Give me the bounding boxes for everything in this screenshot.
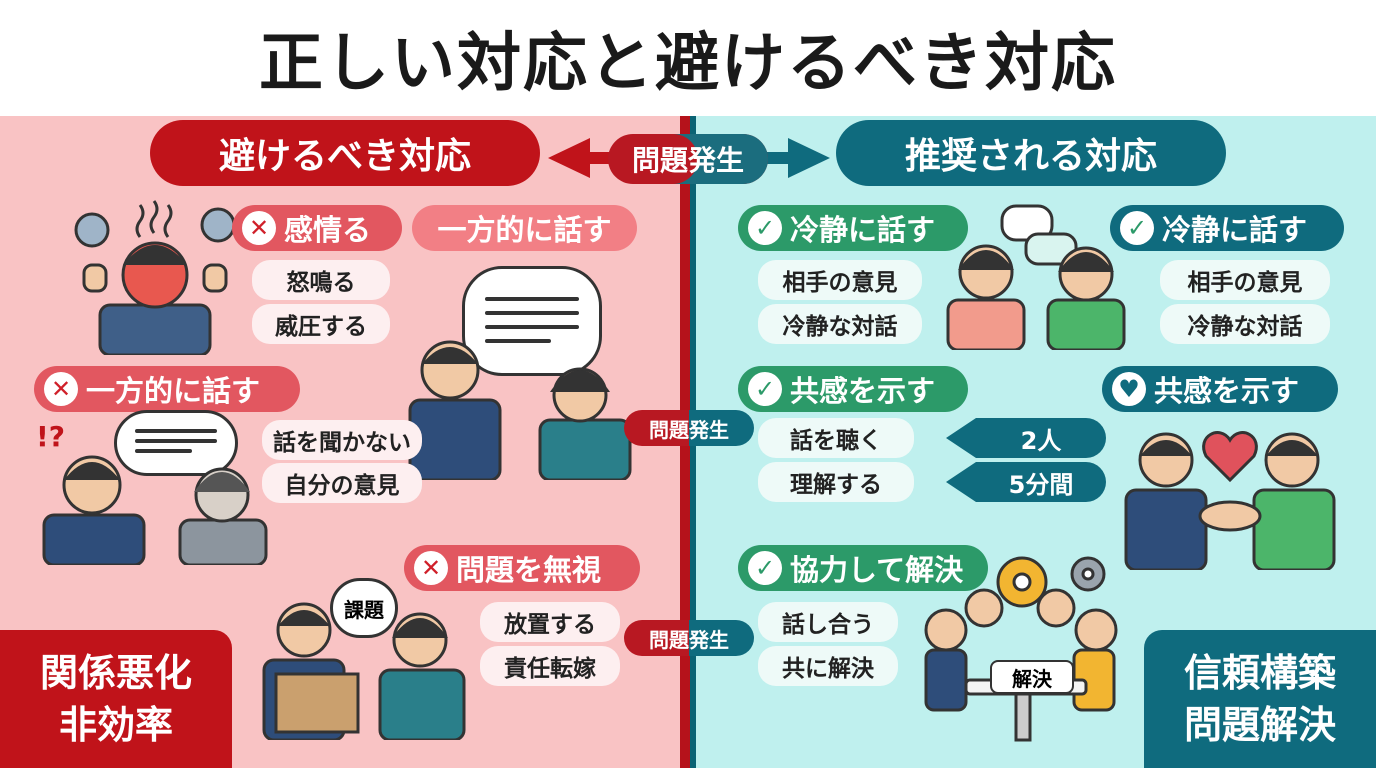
emotional-pill: ✕ 感情る — [232, 205, 402, 251]
confused-mark: !? — [36, 420, 66, 453]
good-outcome-box: 信頼構築 問題解決 — [1144, 630, 1376, 768]
cooperate-pill: ✓ 協力して解決 — [738, 545, 988, 591]
empathy-label-b: 共感を示す — [1154, 374, 1300, 408]
emotional-label: 感情る — [284, 213, 372, 247]
cross-icon: ✕ — [242, 211, 276, 245]
calm-pair-icon — [946, 204, 1126, 350]
bad-outcome-line-2: 非効率 — [58, 703, 173, 747]
not-listening-item: 話を聞かない — [262, 420, 422, 460]
stat-arrow-icon — [946, 462, 976, 502]
arguing-pair-icon — [42, 455, 268, 565]
handshake-icon — [1124, 431, 1336, 570]
people-count: 2人 — [976, 418, 1106, 458]
page-title: 正しい対応と避けるべき対応 — [259, 27, 1117, 101]
angry-man-icon — [74, 200, 236, 355]
ignore-problem-pill: ✕ 問題を無視 — [404, 545, 640, 591]
arrow-right-icon — [788, 138, 830, 178]
others-opinion-item: 相手の意見 — [758, 260, 922, 300]
check-icon: ✓ — [1120, 211, 1154, 245]
calm-talk-label-b: 冷静に話す — [1162, 213, 1308, 247]
cooperate-label: 協力して解決 — [790, 553, 964, 587]
short-speech-bubble — [114, 410, 238, 476]
calm-talk-label: 冷静に話す — [790, 213, 936, 247]
bad-outcome-line-1: 関係悪化 — [39, 651, 192, 695]
heart-icon: ♥ — [1112, 372, 1146, 406]
empathy-pill: ✓ 共感を示す — [738, 366, 968, 412]
one-sided-label: 一方的に話す — [86, 374, 261, 408]
bad-outcome-box: 関係悪化 非効率 — [0, 630, 232, 768]
empathy-label: 共感を示す — [790, 374, 936, 408]
avoid-banner: 避けるべき対応 — [150, 120, 540, 186]
understand-item: 理解する — [758, 462, 914, 502]
solution-label: 解決 — [990, 660, 1074, 694]
check-icon: ✓ — [748, 551, 782, 585]
good-outcome-line-1: 信頼構築 — [1183, 651, 1336, 695]
solve-together-item: 共に解決 — [758, 646, 898, 686]
discuss-item: 話し合う — [758, 602, 898, 642]
others-opinion-item-b: 相手の意見 — [1160, 260, 1330, 300]
ignoring-pair-box-icon — [262, 602, 466, 740]
duration: 5分間 — [976, 462, 1106, 502]
one-sided-pill: ✕ 一方的に話す — [34, 366, 300, 412]
check-icon: ✓ — [748, 211, 782, 245]
own-opinion-item: 自分の意見 — [262, 463, 422, 503]
shout-item: 怒鳴る — [252, 260, 390, 300]
talking-man-woman-icon — [408, 340, 632, 480]
stat-arrow-icon — [946, 418, 976, 458]
check-icon: ✓ — [748, 372, 782, 406]
neglect-item: 放置する — [480, 602, 620, 642]
listen-item: 話を聴く — [758, 418, 914, 458]
calm-dialog-item-b: 冷静な対話 — [1160, 304, 1330, 344]
one-sided-pill-top: 一方的に話す — [412, 205, 637, 251]
recommended-banner: 推奨される対応 — [836, 120, 1226, 186]
calm-talk-pill: ✓ 冷静に話す — [738, 205, 968, 251]
issue-bubble: 課題 — [330, 578, 398, 638]
problem-occurs-label: 問題発生 — [608, 134, 768, 184]
ignore-problem-label: 問題を無視 — [456, 553, 602, 587]
calm-talk-pill-b: ✓ 冷静に話す — [1110, 205, 1344, 251]
problem-occurs-arrow-2: 問題発生 — [624, 620, 754, 656]
intimidate-item: 威圧する — [252, 304, 390, 344]
shift-blame-item: 責任転嫁 — [480, 646, 620, 686]
team-meeting-icon — [924, 556, 1118, 742]
cross-icon: ✕ — [44, 372, 78, 406]
long-speech-bubble — [462, 266, 602, 376]
cross-icon: ✕ — [414, 551, 448, 585]
problem-occurs-arrow-1: 問題発生 — [624, 410, 754, 446]
empathy-pill-b: ♥ 共感を示す — [1102, 366, 1338, 412]
arrow-left-icon — [548, 138, 590, 178]
good-outcome-line-2: 問題解決 — [1183, 703, 1336, 747]
calm-dialog-item: 冷静な対話 — [758, 304, 922, 344]
